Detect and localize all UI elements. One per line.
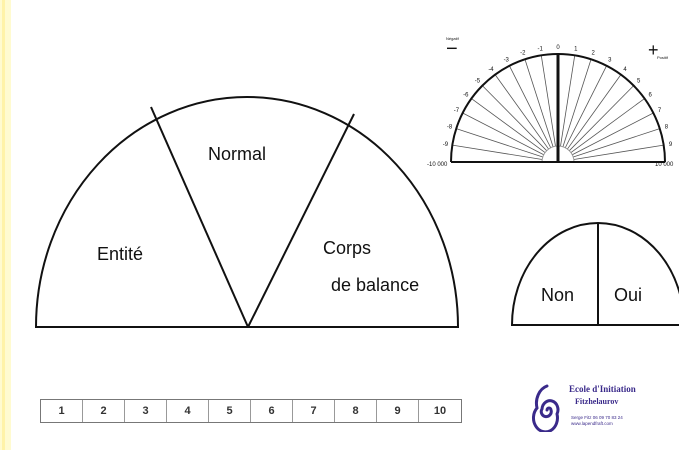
dial-ray bbox=[509, 65, 552, 148]
dial-ray bbox=[567, 74, 622, 150]
dial-ray bbox=[573, 144, 664, 160]
minus-caption: Négatif bbox=[446, 36, 460, 41]
label-oui: Oui bbox=[614, 285, 642, 305]
logo-contact: Serge Fitz 06 09 70 83 24 www.lapendfraf… bbox=[571, 415, 623, 426]
dial-ray bbox=[494, 74, 549, 150]
minus-sign-icon: − bbox=[446, 38, 458, 60]
dial-ray bbox=[524, 59, 554, 147]
scale-cell: 10 bbox=[433, 405, 447, 417]
dial-tick-label-pos: 7 bbox=[658, 108, 662, 114]
graduated-dial: -1 -2 -3 -4 -5 -6 -7 -8 -9 0 1 2 3 4 5 6 7 8 9 -10 000 10 … bbox=[427, 36, 674, 168]
dial-tick-label-neg: -6 bbox=[463, 92, 469, 98]
dial-ray bbox=[452, 144, 543, 160]
dial-tick-label-pos: 6 bbox=[649, 92, 653, 98]
dial-ray bbox=[572, 112, 654, 156]
scale-cell: 8 bbox=[335, 400, 377, 422]
dial-tick-label-pos: 9 bbox=[669, 142, 673, 148]
logo-subtitle: Fitzhelaurov bbox=[575, 397, 619, 406]
scale-cell: 1 bbox=[41, 400, 83, 422]
yes-no-outline bbox=[510, 222, 679, 326]
dial-ray bbox=[471, 98, 546, 153]
label-corps: Corps bbox=[323, 238, 371, 258]
dial-ray bbox=[456, 128, 543, 158]
dial-tick-label-pos: 5 bbox=[637, 79, 641, 85]
dial-ray bbox=[482, 85, 547, 151]
spiral-logo-icon bbox=[532, 384, 560, 432]
label-non: Non bbox=[541, 285, 574, 305]
dial-tick-label-pos: 8 bbox=[665, 124, 669, 130]
dial-tick-label-neg: -7 bbox=[454, 108, 460, 114]
dial-tick-label-neg: -2 bbox=[520, 51, 526, 57]
dial-ray bbox=[562, 59, 592, 147]
dial-tick-label-neg: -5 bbox=[475, 79, 481, 85]
number-scale: 1 2 3 4 5 6 7 8 9 10 bbox=[40, 399, 462, 423]
dial-ray bbox=[560, 55, 576, 147]
dial-tick-label-neg: -8 bbox=[447, 124, 453, 130]
dial-tick-label-neg: -1 bbox=[537, 46, 543, 52]
scale-cell: 4 bbox=[167, 400, 209, 422]
plus-caption: Positif bbox=[657, 55, 669, 60]
dial-left-end-label: -10 000 bbox=[427, 162, 448, 168]
label-normal: Normal bbox=[208, 144, 266, 164]
big-pendulum-outline bbox=[34, 96, 460, 328]
dial-ray bbox=[564, 65, 607, 148]
label-de-balance: de balance bbox=[331, 275, 419, 295]
left-edge-stripe-inner bbox=[2, 0, 5, 450]
dial-ray bbox=[540, 55, 556, 147]
dial-tick-label-pos: 3 bbox=[608, 58, 612, 64]
dial-ray bbox=[462, 112, 544, 156]
plus-sign-icon: + bbox=[648, 40, 659, 60]
scale-cell: 2 bbox=[83, 400, 125, 422]
scale-cell: 6 bbox=[251, 400, 293, 422]
dial-tick-label-neg: -3 bbox=[504, 58, 510, 64]
big-pendulum-divider-left bbox=[150, 106, 249, 328]
dial-tick-label-pos: 1 bbox=[574, 46, 578, 52]
scale-cell: 3 bbox=[125, 400, 167, 422]
label-entite: Entité bbox=[97, 244, 143, 264]
dial-ray bbox=[573, 128, 660, 158]
dial-right-end-label: 10 000 bbox=[655, 162, 674, 168]
scale-cell: 9 bbox=[377, 400, 419, 422]
dial-tick-labels: -1 -2 -3 -4 -5 -6 -7 -8 -9 0 1 2 3 4 5 6 7 8 9 bbox=[443, 45, 673, 148]
school-logo: Ecole d'Initiation Fitzhelaurov Serge Fi… bbox=[531, 382, 661, 432]
dial-tick-label-zero: 0 bbox=[556, 45, 560, 51]
dial-tick-label-neg: -4 bbox=[488, 67, 494, 73]
dial-rays bbox=[452, 55, 664, 160]
dial-tick-label-neg: -9 bbox=[443, 142, 449, 148]
yes-no-chart: Non Oui bbox=[510, 222, 679, 326]
scale-cell: 7 bbox=[293, 400, 335, 422]
dial-ray bbox=[570, 98, 645, 153]
dial-tick-label-pos: 2 bbox=[592, 51, 596, 57]
dial-ray bbox=[569, 85, 634, 151]
dial-tick-label-pos: 4 bbox=[623, 67, 627, 73]
big-pendulum-chart: Entité Normal Corps de balance bbox=[34, 96, 460, 328]
scale-cell: 5 bbox=[209, 400, 251, 422]
logo-title: Ecole d'Initiation bbox=[569, 384, 636, 394]
left-edge-stripe bbox=[0, 0, 11, 450]
big-pendulum-divider-right bbox=[247, 113, 355, 328]
